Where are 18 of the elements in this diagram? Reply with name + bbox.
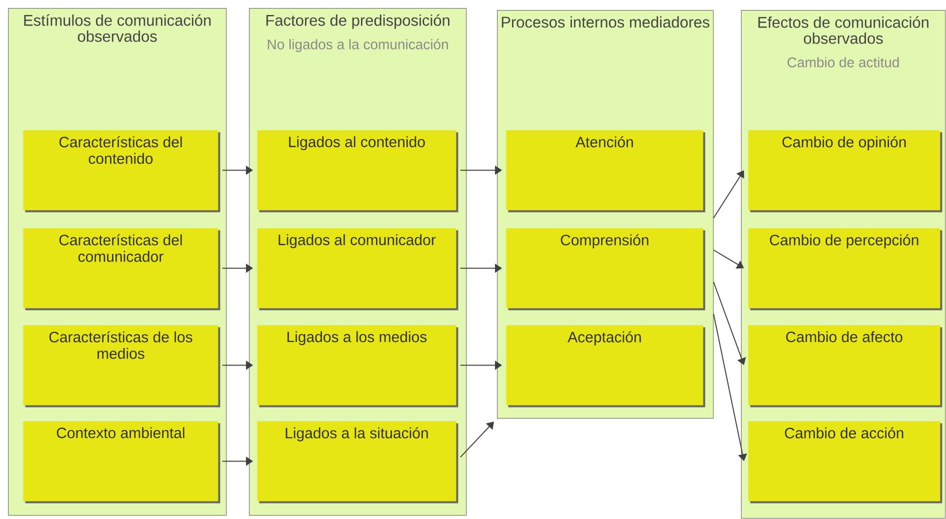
process-box: Cambio de percepción bbox=[748, 228, 942, 310]
arrow bbox=[460, 422, 494, 458]
process-box: Comprensión bbox=[506, 228, 706, 310]
process-box: Características del comunicador bbox=[23, 228, 220, 310]
process-box: Contexto ambiental bbox=[23, 421, 220, 504]
arrow bbox=[713, 250, 744, 269]
arrow bbox=[713, 170, 744, 218]
process-box: Ligados a los medios bbox=[257, 325, 458, 408]
process-box: Ligados a la situación bbox=[257, 421, 458, 504]
process-box: Cambio de opinión bbox=[748, 130, 942, 212]
process-box: Atención bbox=[506, 130, 706, 212]
process-box: Características del contenido bbox=[23, 130, 220, 212]
process-box: Cambio de afecto bbox=[748, 325, 942, 408]
process-box: Ligados al contenido bbox=[257, 130, 458, 212]
process-box: Cambio de acción bbox=[748, 421, 942, 504]
process-box: Ligados al comunicador bbox=[257, 228, 458, 310]
process-box: Aceptación bbox=[506, 325, 706, 408]
process-box: Características de los medios bbox=[23, 325, 220, 408]
